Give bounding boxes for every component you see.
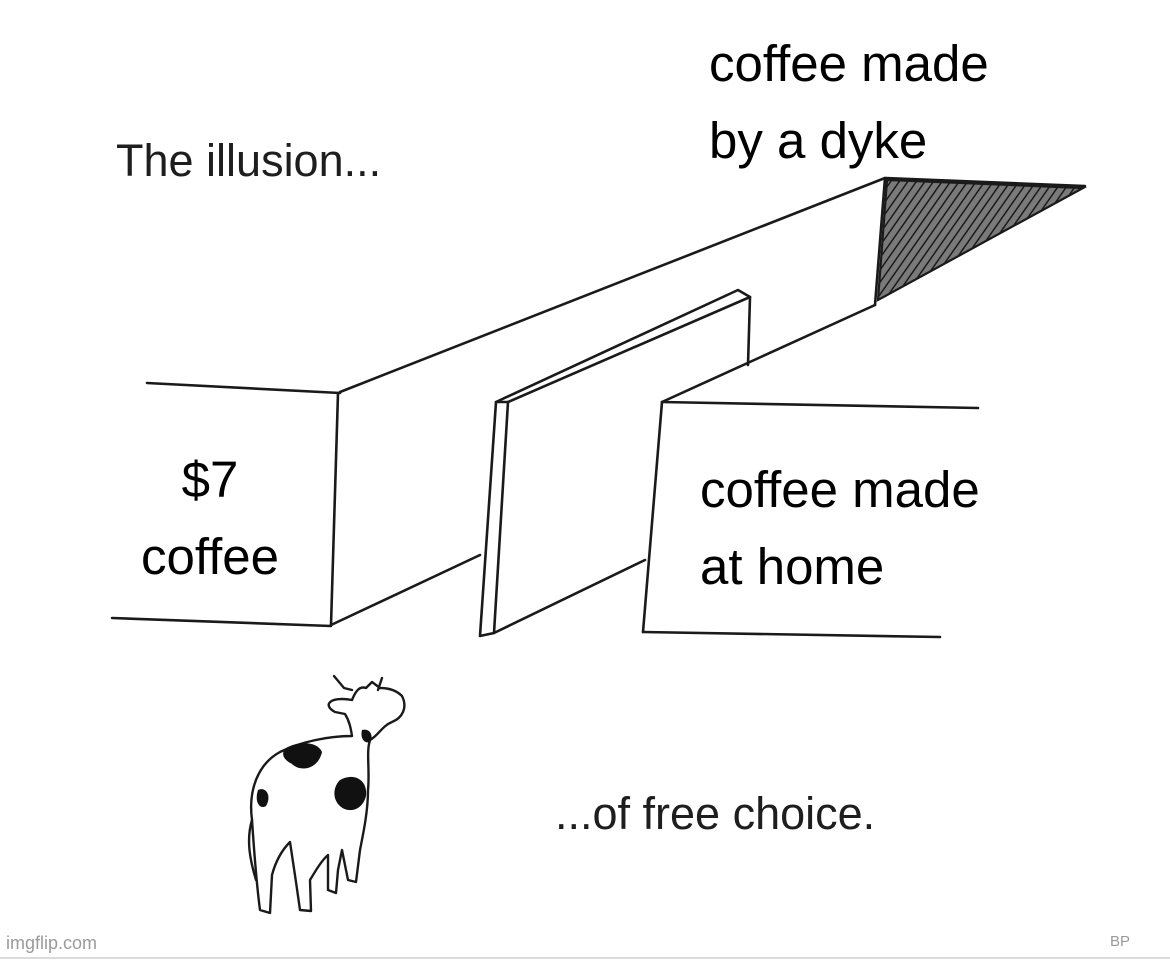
long-wall-lower-edge <box>660 303 877 404</box>
corner-mark: BP <box>1110 933 1131 950</box>
top-right-option-line-2: by a dyke <box>709 111 928 169</box>
middle-right-option-line-2: at home <box>700 537 885 595</box>
cow-spots <box>256 729 372 811</box>
long-wall-back-vertical <box>873 176 887 307</box>
right-block-top <box>660 400 980 410</box>
left-block-front-edge <box>329 391 340 627</box>
left-option-label: $7 coffee <box>115 442 305 595</box>
cow-illustration <box>247 674 406 915</box>
divider-front <box>478 400 510 638</box>
middle-right-option-line-1: coffee made <box>700 461 980 518</box>
long-wall-bottom <box>329 553 482 627</box>
divider-bottom-side <box>492 558 647 635</box>
divider-top <box>494 288 752 404</box>
left-block-bottom-edge <box>110 616 333 628</box>
top-right-option-line-1: coffee made <box>709 35 989 92</box>
caption-top: The illusion... <box>116 135 382 186</box>
divider-right-side <box>746 295 752 367</box>
top-right-option-label: coffee made by a dyke <box>709 26 989 179</box>
caption-bottom: ...of free choice. <box>555 788 876 839</box>
right-block-front <box>641 400 664 634</box>
right-block-bottom <box>641 630 942 639</box>
middle-right-option-label: coffee made at home <box>700 452 980 605</box>
left-option-line-1: $7 <box>181 451 239 508</box>
imgflip-watermark: imgflip.com <box>6 933 98 953</box>
left-block-top-edge <box>145 381 342 395</box>
wall-tip-shading <box>876 178 1088 302</box>
left-option-line-2: coffee <box>140 527 279 585</box>
